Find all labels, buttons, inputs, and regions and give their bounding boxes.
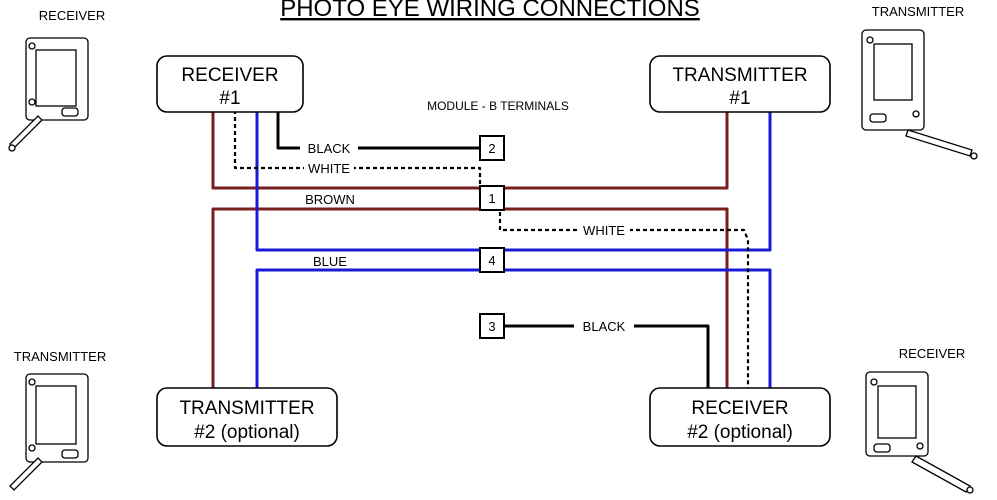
transmitter-2-number: #2 (optional): [194, 422, 300, 443]
photo-eye-receiver-icon-top-left: [8, 37, 89, 152]
terminal-3: 3: [479, 313, 505, 339]
receiver-1-box: RECEIVER #1: [156, 55, 304, 113]
wire-label-black-top-group: BLACK: [300, 140, 358, 156]
wire-label-black-top: BLACK: [308, 141, 351, 156]
black-wire-bottom: [500, 324, 710, 388]
corner-label-top-left: RECEIVER: [39, 8, 105, 23]
white-wire-top: [233, 110, 482, 196]
photo-eye-transmitter-icon-bottom-left: [9, 373, 89, 491]
receiver-1-title: RECEIVER: [181, 65, 278, 86]
wire-label-black-bottom-group: BLACK: [574, 318, 634, 334]
transmitter-2-box: TRANSMITTER #2 (optional): [156, 387, 338, 447]
terminal-2-number: 2: [488, 141, 495, 156]
wire-label-white-top-group: WHITE: [304, 161, 354, 176]
terminal-3-number: 3: [488, 319, 495, 334]
receiver-2-box: RECEIVER #2 (optional): [649, 387, 831, 447]
module-b-terminals-label: MODULE - B TERMINALS: [427, 99, 569, 113]
wire-label-blue: BLUE: [313, 254, 347, 269]
receiver-1-number: #1: [219, 88, 240, 109]
receiver-2-number: #2 (optional): [687, 422, 793, 443]
terminal-4: 4: [479, 247, 505, 273]
wire-label-white-right-group: WHITE: [578, 223, 630, 238]
terminal-1: 1: [479, 185, 505, 211]
brown-wire-bottom: [211, 207, 729, 388]
corner-label-bottom-left: TRANSMITTER: [14, 349, 106, 364]
transmitter-2-title: TRANSMITTER: [179, 398, 314, 419]
corner-label-top-right: TRANSMITTER: [872, 4, 964, 19]
brown-wire-top: [211, 110, 729, 190]
terminal-1-number: 1: [488, 191, 495, 206]
terminal-2: 2: [479, 135, 505, 161]
diagram-title: PHOTO EYE WIRING CONNECTIONS: [280, 0, 700, 22]
black-wire-top: [276, 110, 480, 150]
receiver-2-title: RECEIVER: [691, 398, 788, 419]
wire-label-brown: BROWN: [305, 192, 355, 207]
transmitter-1-box: TRANSMITTER #1: [649, 55, 831, 113]
white-wire-right: [498, 198, 750, 388]
wire-label-white-top: WHITE: [308, 161, 350, 176]
terminal-4-number: 4: [488, 253, 495, 268]
wire-label-black-bottom: BLACK: [583, 319, 626, 334]
photo-eye-transmitter-icon-top-right: [861, 29, 978, 160]
transmitter-1-title: TRANSMITTER: [672, 65, 807, 86]
transmitter-1-number: #1: [729, 88, 750, 109]
blue-wire-top: [255, 110, 772, 252]
corner-label-bottom-right: RECEIVER: [899, 346, 965, 361]
blue-wire-bottom: [255, 268, 772, 388]
wire-label-white-right: WHITE: [583, 223, 625, 238]
photo-eye-receiver-icon-bottom-right: [865, 371, 974, 494]
